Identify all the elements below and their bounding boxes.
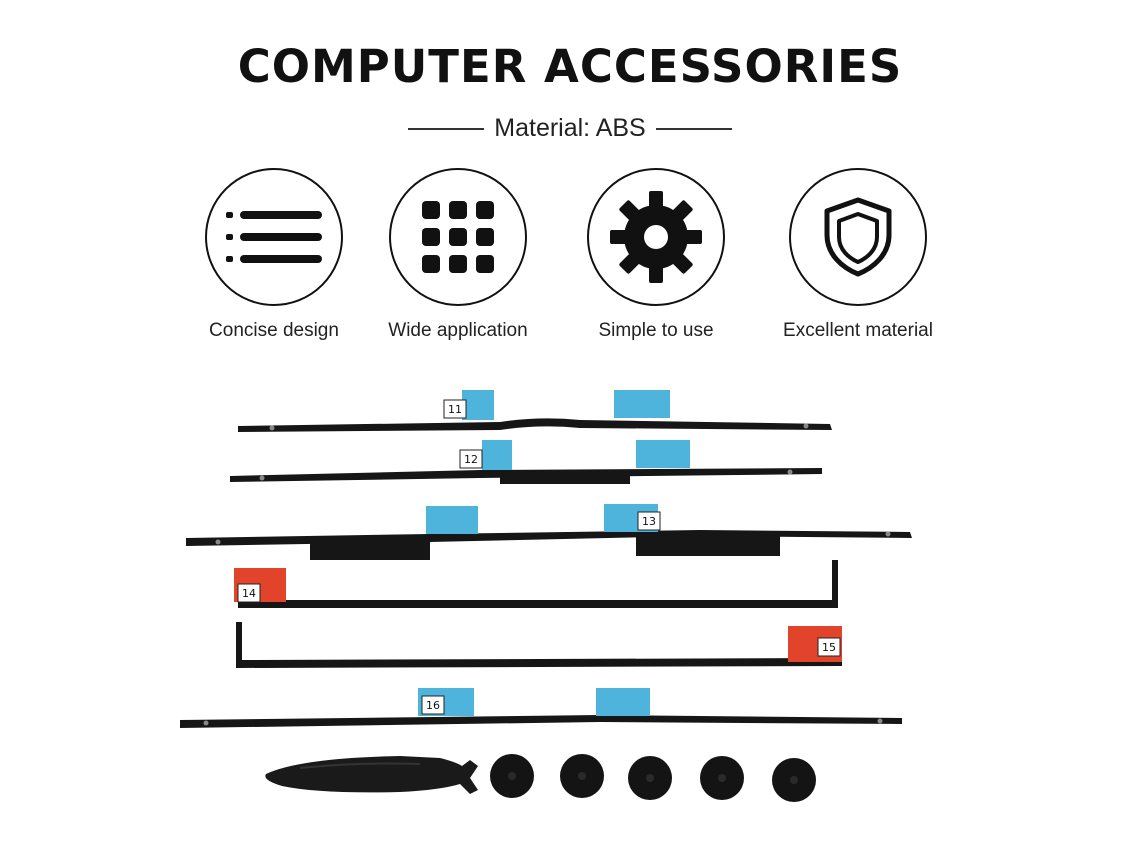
feature-wide-application: Wide application — [358, 168, 558, 342]
material-text: Material: ABS — [494, 114, 646, 142]
feature-circle — [389, 168, 527, 306]
grid-icon — [422, 201, 494, 273]
adhesive-strip-14: 14 — [234, 560, 838, 608]
material-subtitle: Material: ABS — [0, 114, 1140, 143]
blue-tab — [462, 390, 494, 420]
strip-number-tag — [421, 695, 445, 715]
rubber-pad — [628, 756, 672, 800]
adhesive-strip-kit: 11 12 13 14 15 — [180, 390, 912, 802]
right-divider — [655, 127, 732, 130]
strip-number: 12 — [464, 453, 478, 466]
blue-tab — [426, 506, 478, 534]
gear-icon — [610, 191, 702, 283]
feature-label: Wide application — [388, 320, 528, 341]
shield-icon — [824, 197, 892, 277]
feature-concise-design: Concise design — [174, 168, 374, 342]
blue-tab — [596, 688, 650, 716]
list-icon — [226, 211, 322, 263]
rubber-pad — [772, 758, 816, 802]
adhesive-strip-13: 13 — [186, 504, 912, 560]
adhesive-strip-16: 16 — [180, 688, 902, 728]
adhesive-strip-15: 15 — [236, 622, 842, 668]
feature-label: Excellent material — [783, 320, 933, 341]
rubber-pad — [700, 756, 744, 800]
strip-number: 15 — [822, 641, 836, 654]
strip-number: 14 — [242, 587, 256, 600]
blue-tab — [482, 440, 512, 470]
strip-number: 11 — [448, 403, 462, 416]
strip-number-tag — [443, 399, 467, 419]
adhesive-strip-11: 11 — [238, 390, 832, 432]
strip-number: 16 — [426, 699, 440, 712]
adhesive-strip-12: 12 — [230, 440, 822, 484]
feature-label: Simple to use — [598, 320, 714, 341]
feature-excellent-material: Excellent material — [758, 168, 958, 342]
rubber-pad — [560, 754, 604, 798]
feature-circle — [587, 168, 725, 306]
left-divider — [408, 127, 485, 130]
rubber-pad — [490, 754, 534, 798]
feature-label: Concise design — [209, 320, 339, 341]
feature-simple-to-use: Simple to use — [556, 168, 756, 342]
blue-tab — [614, 390, 670, 418]
page-title: COMPUTER ACCESSORIES — [237, 40, 903, 93]
strip-number-tag — [459, 449, 483, 469]
strip-number: 13 — [642, 515, 656, 528]
strip-number-tag — [237, 583, 261, 603]
feature-circle — [205, 168, 343, 306]
blue-tab — [636, 440, 690, 468]
strip-number-tag — [637, 511, 661, 531]
strip-number-tag — [817, 637, 841, 657]
feature-circle — [789, 168, 927, 306]
opening-pry-tool — [265, 756, 478, 794]
